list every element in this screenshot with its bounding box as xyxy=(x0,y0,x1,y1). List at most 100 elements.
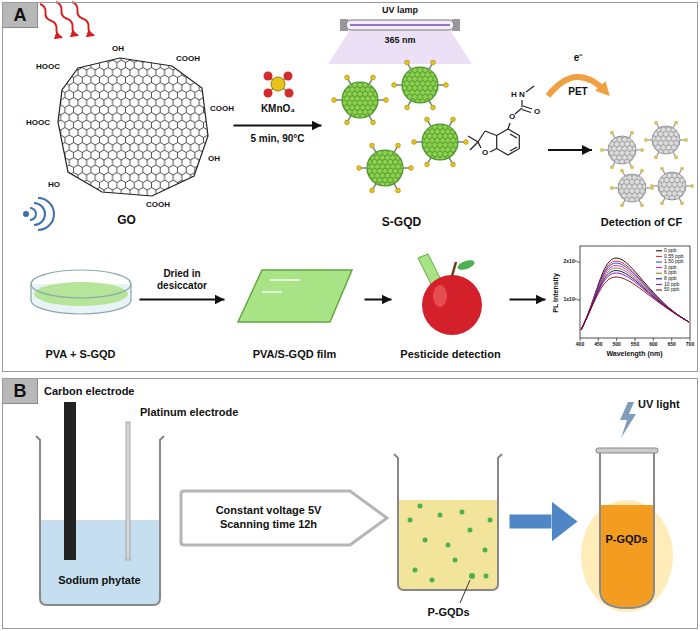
pl-spectrum-plot xyxy=(616,338,617,341)
pl-spectrum-plot xyxy=(653,338,654,341)
carbofuran-molecule xyxy=(497,129,520,155)
s-gqd-step: S-GQD xyxy=(322,50,482,232)
go-sheet-step: GO xyxy=(20,30,234,230)
detection-arrow xyxy=(548,149,592,151)
product-beaker xyxy=(408,504,493,583)
carbofuran-molecule xyxy=(478,142,481,148)
pl-spectrum-plot xyxy=(656,256,662,257)
carbofuran-molecule xyxy=(515,108,522,114)
glowing-tube xyxy=(581,500,673,612)
axis-tick: 550 xyxy=(631,342,639,348)
axis-tick: 600 xyxy=(649,342,657,348)
atom-label: H xyxy=(511,90,517,99)
carbofuran-molecule xyxy=(478,131,485,142)
product-beaker xyxy=(399,500,497,589)
s-gqd-dots xyxy=(412,117,469,167)
radiation-arrows xyxy=(40,4,62,38)
uv-lamp xyxy=(328,30,472,64)
node-text: Detection of CF xyxy=(601,216,682,229)
pl-spectrum-plot xyxy=(581,258,689,330)
pl-spectrum-plot xyxy=(656,290,662,291)
ultrasound-icon xyxy=(24,212,28,216)
carbofuran-molecule xyxy=(522,110,531,113)
product-beaker xyxy=(469,573,475,579)
pl-spectrum-plot xyxy=(577,262,580,263)
s-gqd-dots xyxy=(357,143,414,193)
s-gqd-dots xyxy=(332,60,469,193)
permanganate-molecule xyxy=(264,72,294,98)
arrow-outline-path xyxy=(181,491,387,545)
panel-letter: B xyxy=(3,379,38,404)
ultrasound-icon xyxy=(30,208,36,220)
functional-group: COOH xyxy=(210,104,234,113)
product-beaker xyxy=(394,454,502,590)
ultrasound-icon xyxy=(24,198,54,230)
uv-lamp xyxy=(350,24,450,26)
flow-arrow xyxy=(510,298,546,300)
light-label: UV light xyxy=(638,398,680,411)
flow-arrow xyxy=(365,298,392,300)
functional-group: COOH xyxy=(146,200,170,209)
carbofuran-molecule xyxy=(470,142,478,150)
wavelength-label: 365 nm xyxy=(384,35,415,45)
product-beaker xyxy=(394,454,502,603)
s-gqd-dots xyxy=(332,75,389,125)
electrode-label: Carbon electrode xyxy=(44,385,134,398)
node-text: P-GQDs xyxy=(605,533,647,546)
functional-group: COOH xyxy=(176,54,200,63)
quenched-dots xyxy=(600,121,694,208)
ultrasound-icon xyxy=(38,198,54,230)
apple xyxy=(433,285,447,307)
pl-spectrum-plot xyxy=(671,338,672,341)
functional-group: HO xyxy=(48,180,60,189)
panel: AGOS-GQDDetection of CFPVA + S-GQDPVA/S-… xyxy=(2,2,698,372)
permanganate-molecule xyxy=(271,77,285,91)
product-beaker xyxy=(423,538,428,543)
pl-spectrum-plot xyxy=(580,246,690,338)
lamp-label: UV lamp xyxy=(382,5,418,15)
quenched-dots xyxy=(644,121,688,160)
axis-tick: 400 xyxy=(576,342,584,348)
radiation-arrows xyxy=(72,2,94,36)
pl-spectrum-plot xyxy=(656,262,662,263)
pl-spectrum-plot xyxy=(581,263,689,330)
carbofuran-molecule xyxy=(510,147,517,151)
pl-spectrum-plot xyxy=(581,277,689,330)
product-beaker xyxy=(413,568,418,573)
radiation-arrows xyxy=(40,2,94,38)
pl-spectrum-plot xyxy=(656,267,662,268)
apple-step: Pesticide detection xyxy=(392,245,510,366)
node-text: PVA + S-GQD xyxy=(46,348,116,361)
flow-arrow xyxy=(234,125,322,127)
edge-label: Dried in desiccator xyxy=(140,268,224,291)
axis-tick: 700 xyxy=(686,342,694,348)
pl-spectrum-plot xyxy=(690,338,691,341)
node-text: Constant voltage 5V xyxy=(216,504,322,517)
ultrasound-icon xyxy=(34,203,45,225)
node-text: PVA/S-GQD film xyxy=(253,348,337,361)
carbofuran-molecule xyxy=(526,86,534,92)
carbofuran-molecule xyxy=(521,100,522,107)
product-beaker xyxy=(446,543,451,548)
carbofuran-molecule xyxy=(490,149,497,153)
product-beaker xyxy=(483,548,488,553)
product-beaker xyxy=(418,504,423,509)
node-text: S-GQD xyxy=(382,215,421,229)
carbofuran-molecule xyxy=(468,86,534,155)
pl-spectrum-plot xyxy=(581,261,689,330)
pl-spectrum-plot xyxy=(656,278,662,279)
permanganate-molecule xyxy=(284,72,293,81)
product-beaker xyxy=(484,574,489,579)
petri-dish-step: PVA + S-GQD xyxy=(22,250,140,366)
pl-spectrum-plot xyxy=(581,271,689,331)
product-beaker xyxy=(460,580,470,603)
pva-film xyxy=(270,279,300,281)
pl-spectrum-plot xyxy=(581,258,689,330)
graphene-oxide-sheet xyxy=(58,58,208,196)
pl-spectrum-plot xyxy=(577,262,690,341)
detection-arrow xyxy=(548,150,592,151)
node-text: Pesticide detection xyxy=(400,348,500,361)
glowing-tube xyxy=(620,402,636,438)
axis-tick: 1x10⁶ xyxy=(564,297,577,303)
process-label: PET xyxy=(568,86,587,98)
